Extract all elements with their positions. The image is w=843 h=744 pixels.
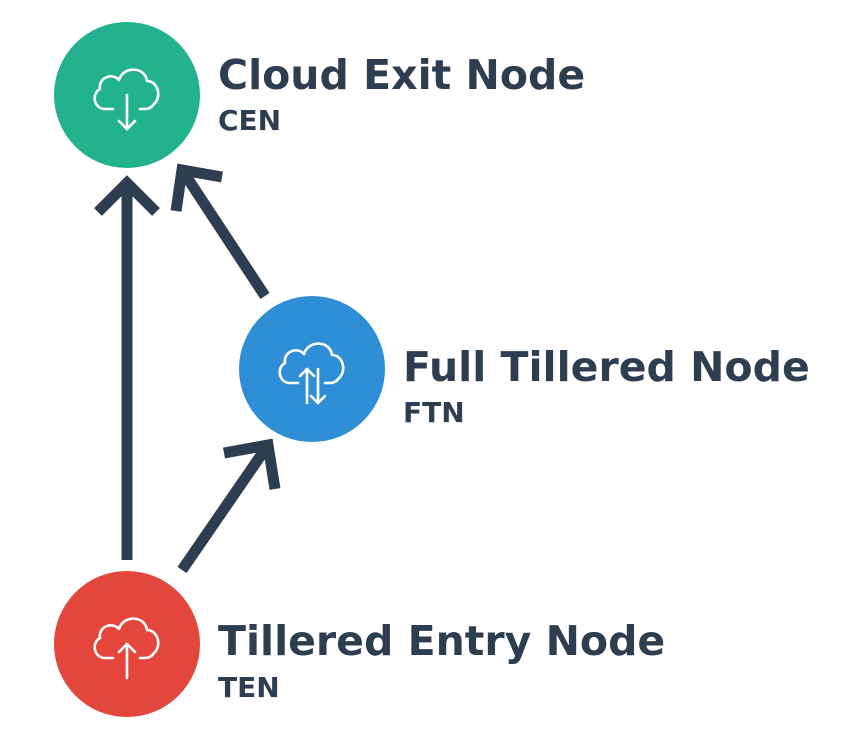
edge-ten-to-ftn [177, 438, 281, 574]
cloud-upload-icon [93, 617, 160, 680]
node-cen-abbr: CEN [218, 104, 281, 137]
node-ten: Tillered Entry Node TEN [54, 571, 665, 717]
node-cen: Cloud Exit Node CEN [54, 22, 585, 168]
node-ftn-circle [239, 296, 385, 442]
node-ftn-abbr: FTN [403, 396, 465, 429]
node-ten-title: Tillered Entry Node [218, 617, 665, 665]
node-ftn: Full Tillered Node FTN [239, 296, 810, 442]
edge-ftn-to-cen [170, 163, 270, 300]
node-ftn-title: Full Tillered Node [403, 343, 810, 391]
cloud-sync-icon [278, 342, 345, 405]
node-cen-title: Cloud Exit Node [218, 51, 585, 99]
edge-ten-to-cen [94, 175, 160, 560]
node-ten-abbr: TEN [218, 671, 280, 704]
cloud-download-icon [93, 68, 160, 131]
